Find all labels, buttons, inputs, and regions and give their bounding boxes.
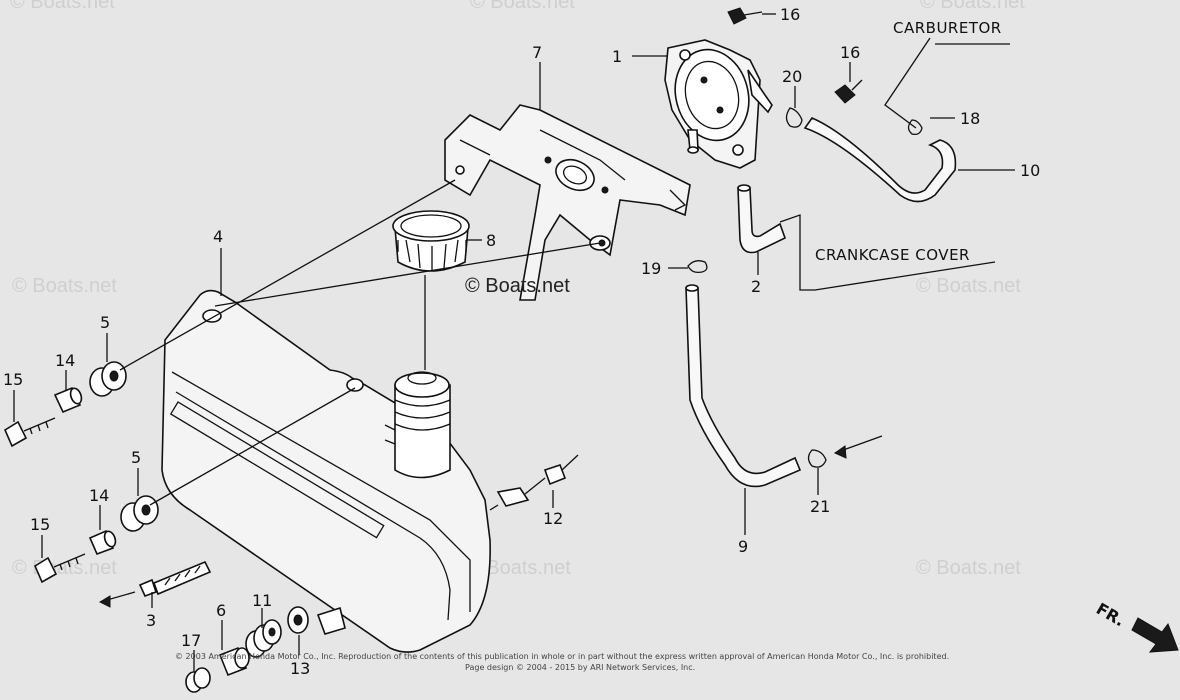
- tank-bracket[interactable]: [444, 104, 691, 301]
- label-part-3[interactable]: 3: [146, 611, 156, 630]
- label-part-10[interactable]: 10: [1020, 161, 1040, 180]
- boats-net-watermark: © Boats.net: [465, 275, 570, 297]
- watermark-tile: © Boats.net: [12, 275, 117, 297]
- label-part-16b[interactable]: 16: [840, 43, 860, 62]
- label-part-4[interactable]: 4: [213, 227, 223, 246]
- fuel-cap[interactable]: [392, 210, 470, 272]
- bolt-16-top[interactable]: [727, 7, 763, 25]
- label-part-15b[interactable]: 15: [30, 515, 50, 534]
- label-part-2[interactable]: 2: [751, 277, 761, 296]
- fuel-tank[interactable]: [161, 289, 491, 653]
- label-part-5b[interactable]: 5: [131, 448, 141, 467]
- label-part-21[interactable]: 21: [810, 497, 830, 516]
- label-part-14b[interactable]: 14: [89, 486, 109, 505]
- label-part-20[interactable]: 20: [782, 67, 802, 86]
- label-part-7[interactable]: 7: [532, 43, 542, 62]
- label-part-15a[interactable]: 15: [3, 370, 23, 389]
- bolt-15-lower[interactable]: [33, 553, 86, 584]
- washer-13[interactable]: [287, 606, 309, 634]
- bolt-15-upper[interactable]: [3, 417, 56, 448]
- leader-lines: [13, 13, 1015, 672]
- watermark-tile: © Boats.net: [12, 557, 117, 579]
- label-part-16a[interactable]: 16: [780, 5, 800, 24]
- label-part-5a[interactable]: 5: [100, 313, 110, 332]
- crankcase-hose-2[interactable]: [737, 187, 786, 254]
- hose-clip-19[interactable]: [687, 260, 708, 274]
- label-part-1[interactable]: 1: [612, 47, 622, 66]
- part-number-labels: 1 2 3 4 5 5 6 7 8 9 10 11 12 13 14 14 15…: [3, 5, 1040, 678]
- copyright-footer: © 2003 American Honda Motor Co., Inc. Re…: [175, 652, 949, 672]
- bolt-16-right[interactable]: [834, 79, 863, 104]
- watermark-tile: © Boats.net: [916, 275, 1021, 297]
- label-part-17[interactable]: 17: [181, 631, 201, 650]
- carburetor-callout: CARBURETOR: [893, 19, 1002, 37]
- crankcase-cover-callout: CRANKCASE COVER: [815, 246, 970, 264]
- watermark-tile: © Boats.net: [920, 0, 1025, 13]
- label-part-14a[interactable]: 14: [55, 351, 75, 370]
- washer-17[interactable]: [185, 667, 211, 693]
- front-arrow-icon: [1131, 617, 1179, 653]
- fuel-hose-10[interactable]: [803, 117, 957, 203]
- label-part-19[interactable]: 19: [641, 259, 661, 278]
- watermark-tile: © Boats.net: [466, 557, 571, 579]
- watermarks: © Boats.net © Boats.net © Boats.net © Bo…: [10, 0, 1025, 579]
- grommet-5-upper[interactable]: [89, 361, 127, 397]
- collar-14-lower[interactable]: [88, 529, 117, 556]
- label-part-12[interactable]: 12: [543, 509, 563, 528]
- bolt-3[interactable]: [138, 560, 212, 598]
- fuel-pump[interactable]: [664, 39, 773, 169]
- copyright-line-1: © 2003 American Honda Motor Co., Inc. Re…: [175, 652, 949, 661]
- label-part-8[interactable]: 8: [486, 231, 496, 250]
- label-part-13[interactable]: 13: [290, 659, 310, 678]
- front-label: FR.: [1093, 599, 1128, 630]
- grommet-5-lower[interactable]: [120, 495, 159, 532]
- collar-14-upper[interactable]: [53, 386, 83, 414]
- fuel-hose-9[interactable]: [685, 287, 802, 488]
- label-part-9[interactable]: 9: [738, 537, 748, 556]
- stud-bolt-12[interactable]: [489, 454, 579, 511]
- front-direction-indicator: FR.: [1093, 599, 1179, 653]
- label-part-11[interactable]: 11: [252, 591, 272, 610]
- hose-clip-18[interactable]: [907, 119, 923, 136]
- label-part-6[interactable]: 6: [216, 601, 226, 620]
- grommet-11[interactable]: [245, 619, 282, 658]
- copyright-line-2: Page design © 2004 - 2015 by ARI Network…: [465, 663, 695, 672]
- watermark-tile: © Boats.net: [470, 0, 575, 13]
- label-part-18[interactable]: 18: [960, 109, 980, 128]
- watermark-tile: © Boats.net: [10, 0, 115, 13]
- plug-6[interactable]: [218, 646, 250, 677]
- hose-clip-21[interactable]: [807, 449, 827, 468]
- hose-clip-20[interactable]: [785, 107, 803, 128]
- watermark-tile: © Boats.net: [916, 557, 1021, 579]
